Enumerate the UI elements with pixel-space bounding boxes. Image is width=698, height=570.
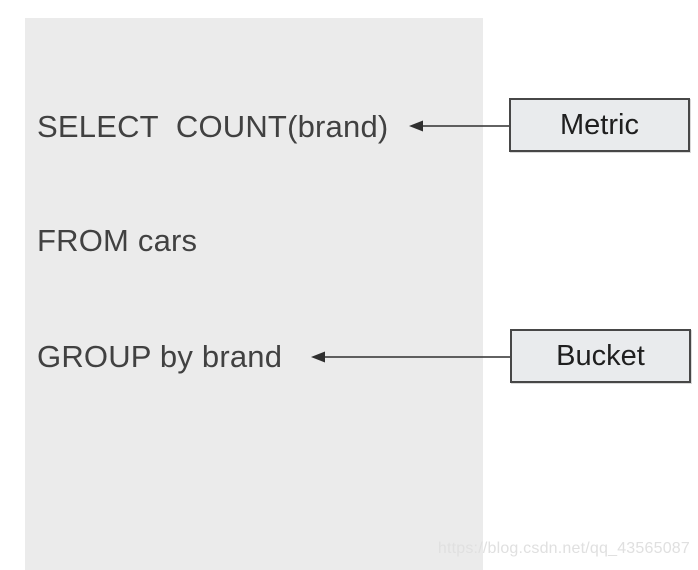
metric-callout-box: Metric [509,98,690,152]
bucket-label: Bucket [556,339,645,372]
sql-select-line: SELECT COUNT(brand) [37,109,389,144]
watermark-text: https://blog.csdn.net/qq_43565087 [437,540,690,557]
metric-label: Metric [560,108,639,141]
bucket-arrow-icon [311,351,511,363]
sql-panel [25,18,483,570]
bucket-callout-box: Bucket [510,329,691,383]
sql-group-line: GROUP by brand [37,339,283,374]
sql-from-line: FROM cars [37,223,198,258]
metric-arrow-icon [409,120,510,132]
